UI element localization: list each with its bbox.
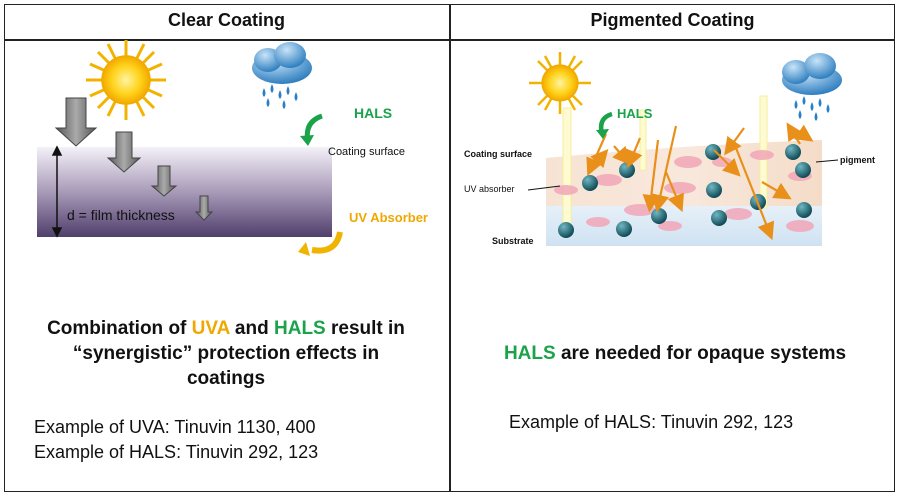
substrate-layer xyxy=(546,206,822,246)
film-thickness-arrow xyxy=(51,145,63,238)
pigmented-coating-title: Pigmented Coating xyxy=(590,10,755,30)
header-divider xyxy=(4,39,895,41)
hals-example-left: Example of HALS: Tinuvin 292, 123 xyxy=(34,442,319,462)
uv-absorber-label-right: UV absorber xyxy=(464,184,515,194)
synergy-statement: Combination of UVA and HALS result in “s… xyxy=(20,316,432,391)
rain-cloud-icon xyxy=(252,42,312,109)
label-leader-lines xyxy=(527,159,839,191)
hals-needed-statement: HALS are needed for opaque systems xyxy=(470,341,880,366)
synergy-hals: HALS xyxy=(274,318,326,339)
needed-rest: are needed for opaque systems xyxy=(555,343,847,364)
film-layer xyxy=(37,147,332,237)
sun-icon xyxy=(86,40,166,120)
rain-cloud-icon-right xyxy=(782,53,842,121)
uv-light-arrows xyxy=(54,97,214,221)
substrate-label: Substrate xyxy=(492,236,534,246)
coating-surface-label-right: Coating surface xyxy=(464,149,533,159)
synergy-line2: “synergistic” protection effects in xyxy=(72,343,380,364)
pigment-label: pigment xyxy=(840,155,875,165)
coating-surface-label: Coating surface xyxy=(328,146,406,158)
uv-absorber-curved-arrow-icon xyxy=(298,231,343,256)
needed-hals: HALS xyxy=(503,343,556,364)
column-divider xyxy=(449,4,451,492)
scattered-light-arrows xyxy=(586,122,814,241)
uv-absorber-ellipses xyxy=(554,150,814,232)
synergy-result-in: result in xyxy=(325,318,405,339)
hals-curved-arrow-icon-right xyxy=(596,111,613,139)
hals-label: HALS xyxy=(354,105,393,121)
uv-absorber-label: UV Absorber xyxy=(349,210,428,225)
pigmented-coating-layer xyxy=(546,140,822,208)
uva-example: Example of UVA: Tinuvin 1130, 400 xyxy=(34,417,316,437)
synergy-line3: coatings xyxy=(186,368,266,389)
sun-icon-right xyxy=(529,52,591,114)
film-thickness-label: d = film thickness xyxy=(67,207,175,223)
hals-curved-arrow-icon xyxy=(300,113,323,146)
hals-label-right: HALS xyxy=(617,106,653,121)
synergy-and: and xyxy=(229,318,274,339)
hals-example-right: Example of HALS: Tinuvin 292, 123 xyxy=(509,412,794,432)
synergy-combination-of: Combination of xyxy=(47,318,192,339)
clear-coating-title: Clear Coating xyxy=(167,10,286,30)
synergy-uva: UVA xyxy=(191,318,230,339)
